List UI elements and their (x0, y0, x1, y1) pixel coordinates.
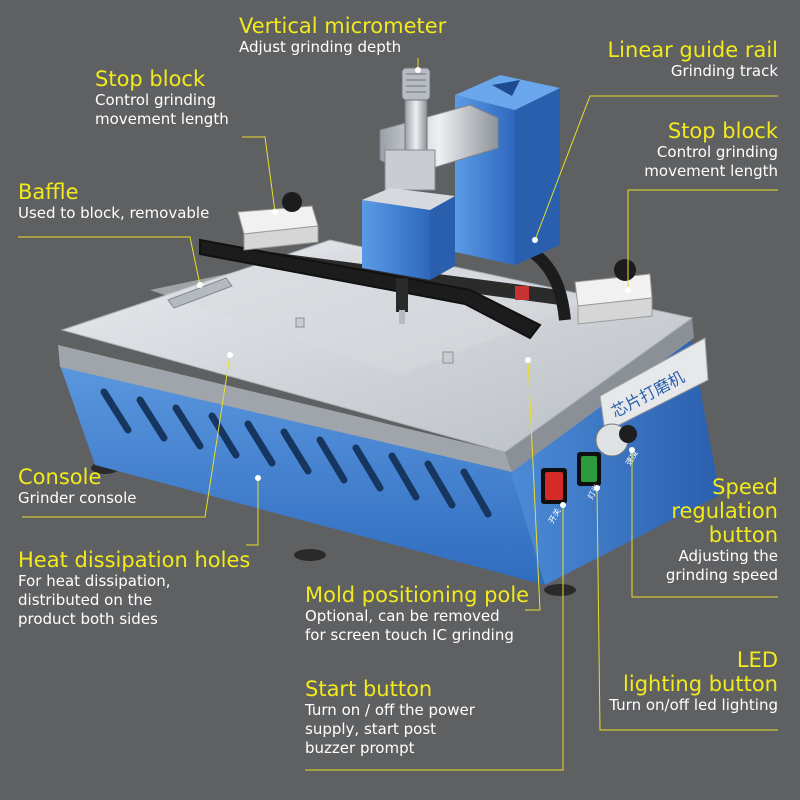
callout-desc: Optional, can be removed (305, 607, 500, 625)
callout-stop-block-left: Stop block Control grinding movement len… (95, 67, 229, 129)
callout-mold-positioning: Mold positioning pole Optional, can be r… (305, 583, 529, 645)
motor-block-front (362, 200, 430, 280)
tower-top-hole (492, 80, 520, 96)
callout-desc: For heat dissipation, (18, 572, 171, 590)
motor-block-top (362, 188, 455, 210)
spindle-tip (399, 310, 405, 324)
callout-desc: Turn on/off led lighting (609, 696, 778, 714)
callout-desc: movement length (95, 110, 229, 128)
callout-speed-regulation: Speed regulation button Adjusting the gr… (666, 475, 778, 585)
callout-title: regulation (671, 499, 778, 523)
callout-title: Stop block (95, 67, 206, 91)
tower-side (515, 88, 560, 265)
callout-title: Vertical micrometer (239, 14, 447, 38)
speed-knob[interactable]: 速度 (595, 423, 640, 467)
callout-desc: grinding speed (665, 566, 778, 584)
leader-console (22, 354, 231, 518)
callout-desc: supply, start post (305, 720, 437, 738)
callout-console: Console Grinder console (18, 465, 136, 508)
leader-speed (631, 450, 778, 598)
leader-mold (525, 359, 541, 611)
callout-baffle: Baffle Used to block, removable (18, 180, 209, 223)
callout-linear-guide-rail: Linear guide rail Grinding track (607, 38, 778, 81)
leader-start (305, 505, 564, 771)
baffle-piece (167, 277, 233, 309)
callout-desc: Used to block, removable (18, 204, 210, 222)
micrometer-ticks (406, 73, 426, 93)
callout-desc: for screen touch IC grinding (305, 626, 514, 644)
callout-title: Linear guide rail (607, 38, 778, 62)
pin-2 (442, 351, 454, 364)
micrometer-knob (401, 67, 431, 101)
leader-stop-left (242, 136, 276, 213)
plate-edge (58, 345, 512, 472)
callout-desc: product both sides (18, 610, 158, 628)
callout-desc: Grinding track (670, 62, 778, 80)
callout-heat-dissipation: Heat dissipation holes For heat dissipat… (18, 548, 250, 629)
callout-desc: Control grinding (95, 91, 217, 109)
callout-vertical-micrometer: Vertical micrometer Adjust grinding dept… (239, 14, 446, 57)
callout-title: Mold positioning pole (305, 583, 530, 607)
motor-block-side (430, 196, 455, 280)
spindle (396, 278, 408, 312)
red-limit-marker (515, 286, 529, 300)
stop-block-left-shape (237, 192, 319, 251)
callout-title: Heat dissipation holes (18, 548, 251, 572)
plate-edge-right (505, 318, 694, 472)
leader-heat (246, 478, 259, 546)
stop-block-right-shape (574, 259, 653, 325)
leader-led (596, 487, 778, 731)
callout-title: Start button (305, 677, 433, 701)
callout-desc: movement length (644, 162, 778, 180)
heat-dissipation-slots (100, 388, 492, 518)
callout-stop-block-right: Stop block Control grinding movement len… (644, 119, 778, 181)
callout-desc: Grinder console (18, 489, 137, 507)
leader-baffle (18, 236, 201, 286)
callout-title: Console (18, 465, 102, 489)
spring (384, 149, 436, 191)
callout-title: Speed (712, 475, 778, 499)
leader-stop-right (627, 189, 778, 290)
callout-desc: Control grinding (656, 143, 778, 161)
callout-led-lighting: LED lighting button Turn on/off led ligh… (609, 648, 778, 715)
name-panel (599, 337, 709, 433)
callout-desc: Adjusting the (678, 547, 778, 565)
callout-desc: buzzer prompt (305, 739, 415, 757)
callout-title: button (708, 523, 778, 547)
leader-dots (197, 67, 635, 508)
callout-title: Stop block (667, 119, 778, 143)
leader-linear-rail (534, 95, 778, 241)
callout-desc: Adjust grinding depth (239, 38, 402, 56)
callout-start-button: Start button Turn on / off the power sup… (305, 677, 475, 758)
leader-lines (18, 58, 778, 771)
callout-desc: Turn on / off the power (305, 701, 475, 719)
callout-title: LED (736, 648, 778, 672)
callout-desc: distributed on the (18, 591, 153, 609)
callout-title: lighting button (623, 672, 778, 696)
pin-1 (295, 317, 305, 328)
callout-title: Baffle (18, 180, 79, 204)
